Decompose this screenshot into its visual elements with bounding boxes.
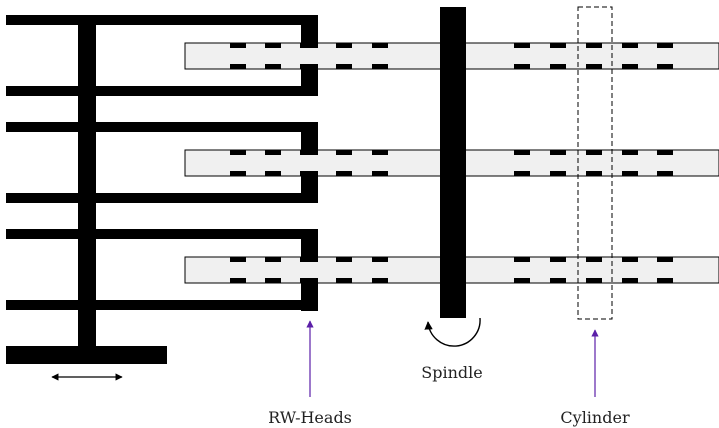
actuator-arm bbox=[6, 193, 318, 203]
track-dash bbox=[550, 278, 566, 283]
track-dash bbox=[265, 64, 281, 69]
actuator-arm bbox=[6, 15, 318, 25]
spindle-label: Spindle bbox=[421, 363, 482, 382]
rw-heads-label: RW-Heads bbox=[268, 408, 352, 427]
track-dash bbox=[265, 171, 281, 176]
track-dash bbox=[514, 171, 530, 176]
track-dash bbox=[622, 43, 638, 48]
track-dash bbox=[514, 150, 530, 155]
rotation-arrow bbox=[424, 317, 481, 347]
track-dash bbox=[336, 150, 352, 155]
track-dash bbox=[586, 43, 602, 48]
track-dash bbox=[550, 43, 566, 48]
track-dash bbox=[336, 278, 352, 283]
track-dash bbox=[550, 171, 566, 176]
track-dash bbox=[586, 171, 602, 176]
track-dash bbox=[657, 278, 673, 283]
track-dash bbox=[336, 257, 352, 262]
track-dash bbox=[372, 171, 388, 176]
track-dash bbox=[372, 278, 388, 283]
track-dash bbox=[622, 278, 638, 283]
rw-head bbox=[301, 64, 318, 96]
track-dash bbox=[514, 278, 530, 283]
track-dash bbox=[622, 171, 638, 176]
actuator-arms bbox=[6, 15, 318, 310]
track-dash bbox=[230, 278, 246, 283]
track-dash bbox=[622, 64, 638, 69]
actuator-arm bbox=[6, 86, 318, 96]
track-dash bbox=[550, 150, 566, 155]
rw-head bbox=[301, 229, 318, 262]
track-dash bbox=[657, 257, 673, 262]
actuator-arm bbox=[6, 122, 318, 132]
track-dash bbox=[550, 257, 566, 262]
actuator bbox=[6, 15, 318, 364]
track-dash bbox=[657, 150, 673, 155]
track-dash bbox=[586, 64, 602, 69]
cylinder-outline bbox=[577, 6, 613, 320]
track-dash bbox=[230, 257, 246, 262]
rw-head bbox=[301, 278, 318, 311]
track-dash bbox=[514, 64, 530, 69]
track-dash bbox=[657, 64, 673, 69]
track-dash bbox=[336, 171, 352, 176]
track-dash bbox=[372, 43, 388, 48]
actuator-base bbox=[6, 346, 167, 364]
track-dash bbox=[622, 150, 638, 155]
rw-head bbox=[301, 171, 318, 203]
track-dash bbox=[372, 150, 388, 155]
track-dash bbox=[586, 278, 602, 283]
track-dash bbox=[657, 171, 673, 176]
rw-head bbox=[301, 15, 318, 48]
cylinder-label: Cylinder bbox=[560, 408, 630, 427]
actuator-arm bbox=[6, 300, 318, 310]
track-dash bbox=[514, 257, 530, 262]
track-dash bbox=[230, 171, 246, 176]
rw-head bbox=[301, 122, 318, 155]
track-dash bbox=[336, 43, 352, 48]
track-dash bbox=[622, 257, 638, 262]
track-dash bbox=[586, 150, 602, 155]
rw-heads bbox=[301, 15, 318, 311]
track-dash bbox=[550, 64, 566, 69]
track-dash bbox=[265, 257, 281, 262]
track-dash bbox=[336, 64, 352, 69]
track-dash bbox=[230, 64, 246, 69]
track-dash bbox=[372, 64, 388, 69]
actuator-shaft bbox=[78, 15, 96, 347]
track-dash bbox=[265, 278, 281, 283]
track-dash bbox=[514, 43, 530, 48]
track-dash bbox=[265, 43, 281, 48]
track-dash bbox=[586, 257, 602, 262]
track-dash bbox=[230, 43, 246, 48]
track-dash bbox=[230, 150, 246, 155]
track-dash bbox=[657, 43, 673, 48]
track-dash bbox=[372, 257, 388, 262]
track-dash bbox=[265, 150, 281, 155]
actuator-arm bbox=[6, 229, 318, 239]
spindle bbox=[440, 7, 466, 318]
